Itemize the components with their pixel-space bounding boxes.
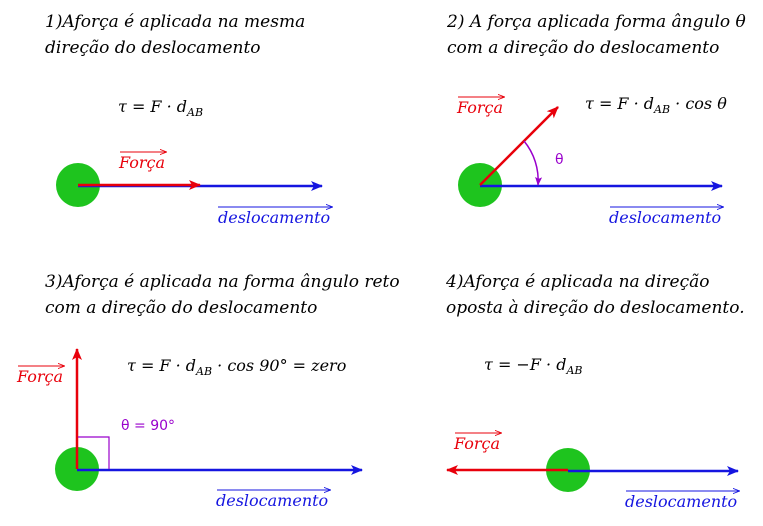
panel-1: 1)Aforça é aplicada na mesma direção do … bbox=[45, 12, 332, 227]
panel-4-equation: τ = −F · dAB bbox=[484, 355, 582, 377]
panel-2-equation: τ = F · dAB · cos θ bbox=[585, 94, 727, 116]
angle-label: θ = 90° bbox=[121, 418, 175, 434]
displacement-label: deslocamento bbox=[625, 492, 737, 511]
panel-2: 2) A força aplicada forma ângulo θ com a… bbox=[446, 12, 746, 227]
panel-2-caption-line1: 2) A força aplicada forma ângulo θ bbox=[446, 12, 746, 32]
panel-3-equation: τ = F · dAB · cos 90° = zero bbox=[127, 356, 346, 378]
displacement-label: deslocamento bbox=[218, 208, 330, 227]
panel-4: 4)Aforça é aplicada na direção oposta à … bbox=[445, 272, 745, 511]
displacement-label: deslocamento bbox=[609, 208, 721, 227]
force-label: Força bbox=[16, 367, 63, 386]
panel-4-caption-line2: oposta à direção do deslocamento. bbox=[446, 298, 745, 318]
right-angle-marker bbox=[78, 436, 110, 469]
panel-3-caption-line1: 3)Aforça é aplicada na forma ângulo reto bbox=[45, 272, 400, 292]
panel-1-caption-line1: 1)Aforça é aplicada na mesma bbox=[45, 12, 305, 32]
force-label: Força bbox=[118, 153, 165, 172]
force-label: Força bbox=[456, 98, 503, 117]
displacement-label: deslocamento bbox=[216, 491, 328, 510]
panel-3-caption-line2: com a direção do deslocamento bbox=[45, 298, 317, 318]
angle-label: θ bbox=[555, 152, 564, 168]
panel-4-caption-line1: 4)Aforça é aplicada na direção bbox=[445, 272, 709, 292]
panel-1-caption-line2: direção do deslocamento bbox=[45, 38, 261, 58]
panel-2-caption-line2: com a direção do deslocamento bbox=[447, 38, 719, 58]
angle-arc bbox=[523, 140, 543, 186]
force-label: Força bbox=[453, 434, 500, 453]
panel-1-equation: τ = F · dAB bbox=[118, 97, 203, 119]
panel-3: 3)Aforça é aplicada na forma ângulo reto… bbox=[16, 272, 400, 510]
force-arrow bbox=[479, 106, 559, 186]
